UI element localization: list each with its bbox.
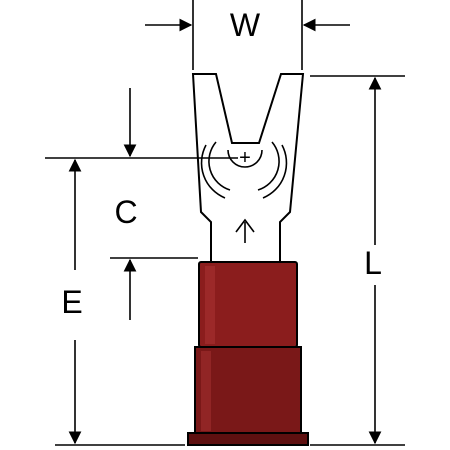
width-dimension: W [145,0,350,70]
length-dimension: L [310,75,405,446]
e-label: E [61,284,82,320]
crescent-left [208,141,231,191]
crescent-left-outer [200,144,226,199]
c-dimension: C [45,88,238,320]
length-label: L [364,245,382,281]
insulation-collar [187,432,309,446]
e-dimension: E [55,158,185,446]
insulation-lower [194,346,302,436]
slot-curve [227,149,263,168]
spade-tongue [191,73,305,263]
up-arrow-icon [235,218,255,243]
crescent-right-outer [262,144,288,199]
center-mark: + [239,147,251,169]
width-label: W [230,7,261,43]
c-label: C [114,194,137,230]
crescent-right [257,141,280,191]
insulation-sleeve [187,261,309,446]
